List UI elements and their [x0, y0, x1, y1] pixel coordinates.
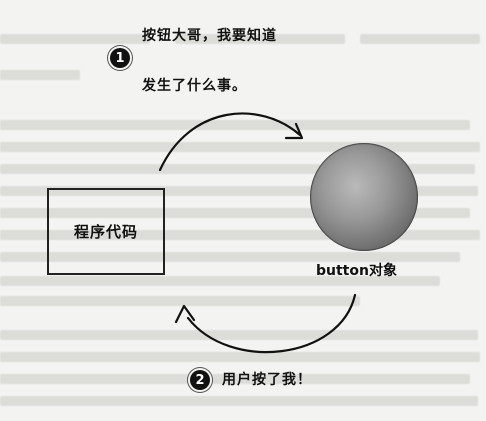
- program-code-label: 程序代码: [73, 223, 138, 241]
- program-code-box: 程序代码: [47, 188, 165, 275]
- button-object-circle: [310, 143, 418, 251]
- arrowhead-bottom: [174, 304, 196, 324]
- step-1-text-line1: 按钮大哥，我要知道: [142, 28, 277, 44]
- arrowhead-top: [284, 122, 304, 140]
- arrow-button-to-code: [186, 293, 357, 354]
- step-2-text: 用户按了我！: [222, 372, 312, 388]
- step-2: 2 用户按了我！: [190, 370, 312, 390]
- arrow-code-to-button: [158, 112, 302, 172]
- step-1: 1 按钮大哥，我要知道: [110, 28, 279, 68]
- button-object-label: button对象: [316, 263, 397, 279]
- step-1-number: 1: [110, 48, 130, 68]
- step-2-number: 2: [190, 370, 210, 390]
- step-1-text-line2: 发生了什么事。: [142, 78, 247, 94]
